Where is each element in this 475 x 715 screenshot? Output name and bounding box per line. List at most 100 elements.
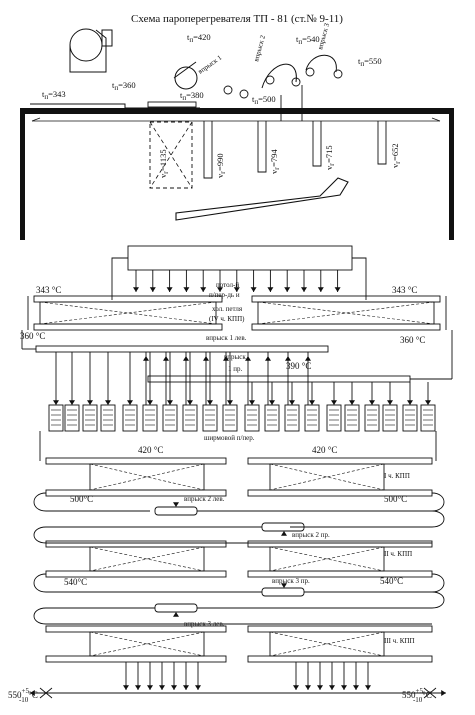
loop-after-inj2-left <box>290 510 445 528</box>
drum-riser-arrow <box>334 287 341 292</box>
ceiling-header-right-top <box>251 295 441 303</box>
temp-390: 390 °C <box>286 361 311 371</box>
kpp1-panel-right-diag <box>269 463 385 491</box>
furnace-roof <box>20 108 454 114</box>
fan-circle <box>69 28 103 62</box>
screen-panel <box>382 404 398 432</box>
outlet-temp-left: 550+5-10°С <box>8 687 38 704</box>
outlet-riser-arrow <box>159 685 165 690</box>
inj1-right-label-1: впрыск <box>224 353 246 361</box>
t540-label: tп=540 <box>296 34 320 46</box>
temp-360-right: 360 °C <box>400 335 425 345</box>
screen-panel <box>364 404 380 432</box>
main-steam-out-right <box>441 690 446 696</box>
kpp3-outlet-left <box>45 655 227 663</box>
screen-drop-arrow <box>269 400 275 405</box>
inj2-top-label: впрыск 2 <box>252 34 267 63</box>
diagram-title: Схема пароперегревателя ТП - 81 (ст.№ 9-… <box>131 13 343 25</box>
ceiling-label-4: (IV ч. КПП) <box>209 315 245 323</box>
ceiling-panel-left-diag <box>39 301 217 325</box>
screen-panel <box>264 404 280 432</box>
screen-drop-arrow <box>69 400 75 405</box>
kpp1-panel-left-diag <box>89 463 205 491</box>
drum-riser-arrow <box>217 287 223 292</box>
fan-outlet <box>101 29 113 47</box>
v1135-label: vг=1135 <box>158 149 170 178</box>
inj3-left-label: впрыск 3 лев. <box>184 620 225 628</box>
screen-drop-arrow <box>249 400 255 405</box>
kpp2-panel-right-diag <box>269 546 385 572</box>
screen-panel <box>122 404 138 432</box>
screen-panel <box>222 404 238 432</box>
inj1-right-label-2: 1 пр. <box>228 365 242 373</box>
outlet-riser-arrow <box>353 685 359 690</box>
v715-label: vг=715 <box>324 145 336 170</box>
screen-return-arrow <box>305 356 311 361</box>
ceiling-label-3: хол. петля <box>212 305 243 313</box>
screen-return-arrow <box>203 356 209 361</box>
kpp2-inlet-right <box>247 540 433 548</box>
drum-riser-arrow <box>233 287 240 292</box>
temp-360-left: 360 °C <box>20 331 45 341</box>
drum-riser-arrow <box>284 287 291 292</box>
drum-header <box>127 245 353 271</box>
kpp2-panel-left-diag <box>89 546 205 572</box>
outlet-riser-arrow <box>147 685 153 690</box>
kpp2-inlet-left <box>45 540 227 548</box>
screen-return-arrow <box>183 356 189 361</box>
top-sketch-labels: tп=343 tп=360 tп=420 tп=380 tп=500 tп=54… <box>42 22 402 178</box>
temp-343-right: 343 °C <box>392 285 417 295</box>
ceiling-label-2: п/пер-дь и <box>209 291 240 299</box>
ceiling-header-right-bottom <box>251 323 441 331</box>
inj2-right-label: впрыск 2 пр. <box>292 531 330 539</box>
drum-circle <box>174 66 198 90</box>
injector-3-left <box>154 603 198 613</box>
drum-riser-arrow <box>133 287 139 292</box>
drum-riser-arrow <box>166 287 173 292</box>
valve-right <box>423 687 437 699</box>
screen-panel <box>82 404 98 432</box>
screen-return-arrow <box>285 356 291 361</box>
screen-panel <box>344 404 360 432</box>
temp-343-left: 343 °C <box>36 285 61 295</box>
drum-riser-arrow <box>250 287 257 292</box>
screen-panel <box>420 404 436 432</box>
screen-drop-arrow <box>425 400 431 405</box>
outlet-riser-arrow <box>329 685 335 690</box>
kpp3-panel-right-diag <box>269 631 385 657</box>
header-420-right <box>247 457 433 465</box>
kpp3-panel-right-diag <box>269 631 385 657</box>
fan-housing <box>69 29 107 73</box>
outlet-riser-arrow <box>123 685 129 690</box>
ceiling-panel-left-diag <box>39 301 217 325</box>
main-steam-out-left <box>30 690 35 696</box>
kpp2-label: II ч. КПП <box>384 550 412 558</box>
ceiling-panel-right-diag <box>257 301 435 325</box>
screen-return-arrow <box>143 356 149 361</box>
screen-drop-arrow <box>147 400 153 405</box>
inj1-left-label: впрыск 1 лев. <box>206 334 247 342</box>
ceiling-label-1: потол-й <box>216 281 239 289</box>
outlet-riser-arrow <box>365 685 371 690</box>
temp-500-left: 500°C <box>70 494 93 504</box>
kpp1-panel-left-diag <box>89 463 205 491</box>
t500-label: tп=500 <box>252 94 276 106</box>
screen-panel <box>304 404 320 432</box>
outlet-riser-arrow <box>135 685 141 690</box>
screen-drop-arrow <box>331 400 337 405</box>
screen-panel <box>162 404 178 432</box>
outlet-riser-arrow <box>341 685 347 690</box>
screen-panel <box>182 404 198 432</box>
screen-return-arrow <box>223 356 229 361</box>
temp-500-right: 500°C <box>384 494 407 504</box>
screen-drop-arrow <box>105 400 111 405</box>
screen-drop-arrow <box>309 400 315 405</box>
outlet-riser-arrow <box>171 685 177 690</box>
injector-2-right-arrow <box>281 531 287 536</box>
temp-540-left: 540°C <box>64 577 87 587</box>
t380-label: tп=380 <box>180 90 204 102</box>
furnace-left-wall <box>20 108 25 240</box>
v794-label: vг=794 <box>269 149 281 174</box>
injector-3-right <box>261 587 305 597</box>
inj1-top-label: впрыск 1 <box>197 53 224 75</box>
